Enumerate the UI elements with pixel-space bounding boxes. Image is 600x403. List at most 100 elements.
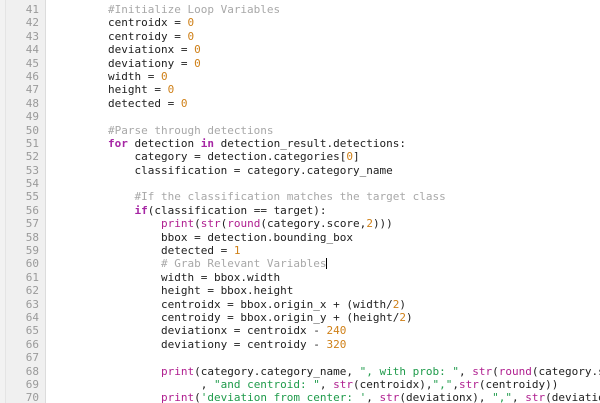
line-number: 50 [25, 123, 39, 137]
line-number: 64 [25, 310, 39, 324]
code-token-number: 0 [194, 43, 201, 57]
code-line[interactable]: detected = 1 [46, 244, 600, 257]
code-line[interactable]: #If the classification matches the targe… [46, 190, 600, 203]
code-line[interactable]: deviationy = 0 [46, 57, 600, 70]
code-token-plain: ( [492, 364, 499, 378]
code-token-plain: (classification == target): [147, 203, 327, 217]
code-line[interactable]: bbox = detection.bounding_box [46, 231, 600, 244]
code-token-builtin: round [227, 217, 261, 231]
line-number: 60 [25, 257, 39, 271]
code-line[interactable]: classification = category.category_name [46, 164, 600, 177]
code-token-comment: #If the classification matches the targe… [134, 190, 446, 204]
code-line[interactable]: category = detection.categories[0] [46, 150, 600, 163]
code-token-plain: detected = [55, 96, 181, 110]
code-token-plain: ( [194, 217, 201, 231]
code-line[interactable]: centroidx = 0 [46, 16, 600, 29]
code-token-comment: #Initialize Loop Variables [107, 3, 281, 16]
code-line[interactable]: width = bbox.width [46, 271, 600, 284]
line-number: 52 [25, 150, 39, 164]
code-token-plain: , [512, 391, 526, 403]
code-token-number: 0 [194, 56, 201, 70]
code-line[interactable]: width = 0 [46, 70, 600, 83]
code-line[interactable]: centroidx = bbox.origin_x + (width/2) [46, 298, 600, 311]
line-number: 54 [25, 177, 39, 191]
code-token-string: "," [432, 377, 453, 391]
code-line[interactable] [46, 177, 600, 190]
code-token-plain [55, 257, 161, 270]
code-token-plain: width = bbox.width [55, 270, 281, 284]
code-token-plain [55, 204, 134, 217]
code-token-plain: (category.category_name, [194, 364, 360, 378]
line-number: 43 [25, 29, 39, 43]
line-number: 63 [25, 297, 39, 311]
line-number: 61 [25, 270, 39, 284]
code-line[interactable]: deviationx = centroidx - 240 [46, 324, 600, 337]
code-line[interactable]: print(category.category_name, ", with pr… [46, 365, 600, 378]
code-token-keyword: if [134, 203, 148, 217]
code-line[interactable]: for detection in detection_result.detect… [46, 137, 600, 150]
code-line[interactable]: print('deviation from center: ', str(dev… [46, 391, 600, 403]
code-token-builtin: str [333, 377, 354, 391]
code-token-plain: centroidy = [55, 29, 188, 43]
code-token-comment: #Parse through detections [107, 123, 274, 137]
code-token-number: 0 [346, 150, 354, 164]
code-token-builtin: print [160, 217, 195, 231]
code-token-plain [55, 124, 108, 137]
code-token-builtin: str [459, 377, 479, 391]
code-token-plain: (centroidy)) [478, 377, 559, 391]
code-token-plain: (centroidx), [353, 377, 433, 391]
code-token-number: 0 [180, 96, 188, 110]
code-token-plain: , [459, 364, 473, 378]
code-token-plain: ] [353, 150, 360, 164]
code-line[interactable]: detected = 0 [46, 97, 600, 110]
line-number: 41 [25, 3, 39, 16]
code-line[interactable]: deviationy = centroidy - 320 [46, 338, 600, 351]
code-line[interactable]: , "and centroid: ", str(centroidx),",",s… [46, 378, 600, 391]
code-line[interactable]: print(str(round(category.score,2))) [46, 217, 600, 230]
code-token-plain: detected = [55, 244, 234, 258]
code-token-builtin: str [472, 364, 493, 378]
line-number: 68 [25, 364, 39, 378]
code-line[interactable]: #Parse through detections [46, 124, 600, 137]
code-token-plain: , [55, 377, 214, 391]
line-number: 51 [25, 136, 39, 150]
code-token-plain: ) [399, 297, 407, 311]
code-line[interactable]: # Grab Relevant Variables [46, 257, 600, 270]
line-number: 46 [25, 69, 39, 83]
code-line[interactable]: deviationx = 0 [46, 43, 600, 56]
code-token-plain: deviationx = centroidx - [55, 324, 327, 338]
editor-left-rail [0, 0, 6, 403]
code-area[interactable]: #Initialize Loop Variables centroidx = 0… [46, 0, 600, 403]
code-token-plain: (deviationx), [399, 391, 493, 403]
code-line[interactable]: height = 0 [46, 83, 600, 96]
code-token-number: 0 [160, 69, 168, 83]
line-number: 66 [25, 337, 39, 351]
code-token-plain: (deviationy)) [545, 391, 600, 403]
code-token-plain: height = bbox.height [55, 284, 294, 298]
code-token-plain: category = detection.categories[ [55, 150, 347, 164]
code-token-plain: centroidx = bbox.origin_x + (width/ [55, 297, 393, 311]
code-token-number: 0 [187, 29, 195, 43]
code-line[interactable]: if(classification == target): [46, 204, 600, 217]
code-line[interactable]: height = bbox.height [46, 284, 600, 297]
code-token-string: "and centroid: " [213, 377, 320, 391]
code-line[interactable] [46, 351, 600, 364]
line-number: 55 [25, 190, 39, 204]
line-number: 49 [25, 110, 39, 124]
code-line[interactable]: centroidy = 0 [46, 30, 600, 43]
code-token-plain [55, 391, 161, 403]
code-line[interactable]: centroidy = bbox.origin_y + (height/2) [46, 311, 600, 324]
line-number: 53 [25, 163, 39, 177]
code-token-plain: centroidx = [55, 16, 188, 30]
code-token-number: 2 [392, 297, 400, 311]
code-line[interactable] [46, 110, 600, 123]
code-token-plain [55, 190, 134, 203]
code-token-plain: detection [127, 136, 201, 150]
code-line[interactable]: #Initialize Loop Variables [46, 3, 600, 16]
code-token-plain: ( [194, 391, 201, 403]
code-token-plain: (category.score, [531, 364, 600, 378]
line-number: 70 [25, 391, 39, 403]
code-token-plain: ) [406, 310, 413, 324]
